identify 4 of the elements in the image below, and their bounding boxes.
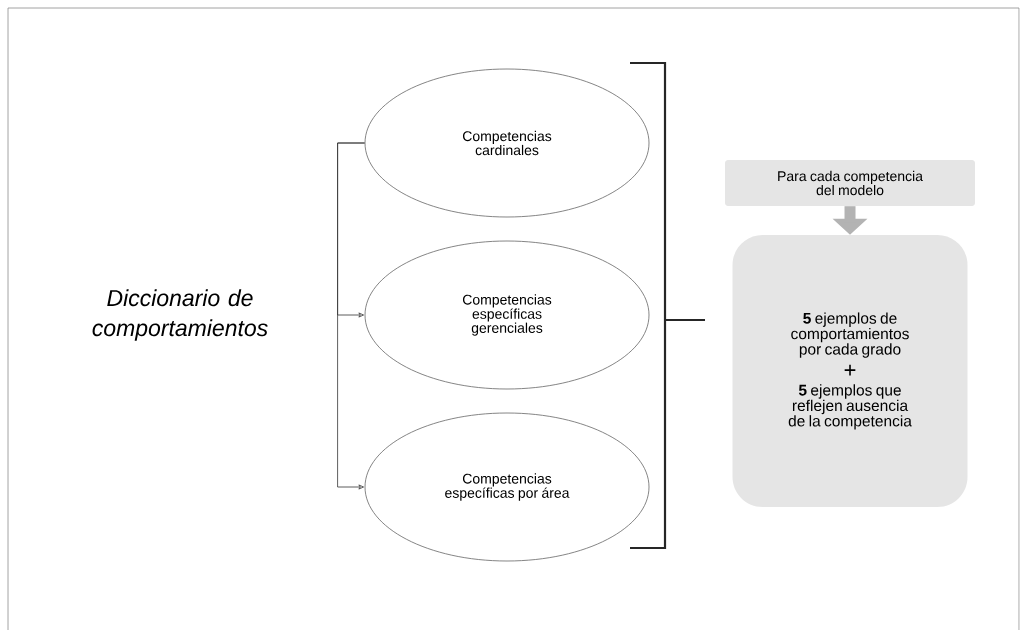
note-box: Para cada competencia del modelo (725, 160, 975, 206)
label: Diccionario de comportamientos (92, 289, 268, 341)
arrow (337, 142, 365, 490)
result-box: 5 ejemplos de comportamientos por cada grado + 5 ejemplos que reflejen ausencia de la competencia (732, 235, 968, 507)
